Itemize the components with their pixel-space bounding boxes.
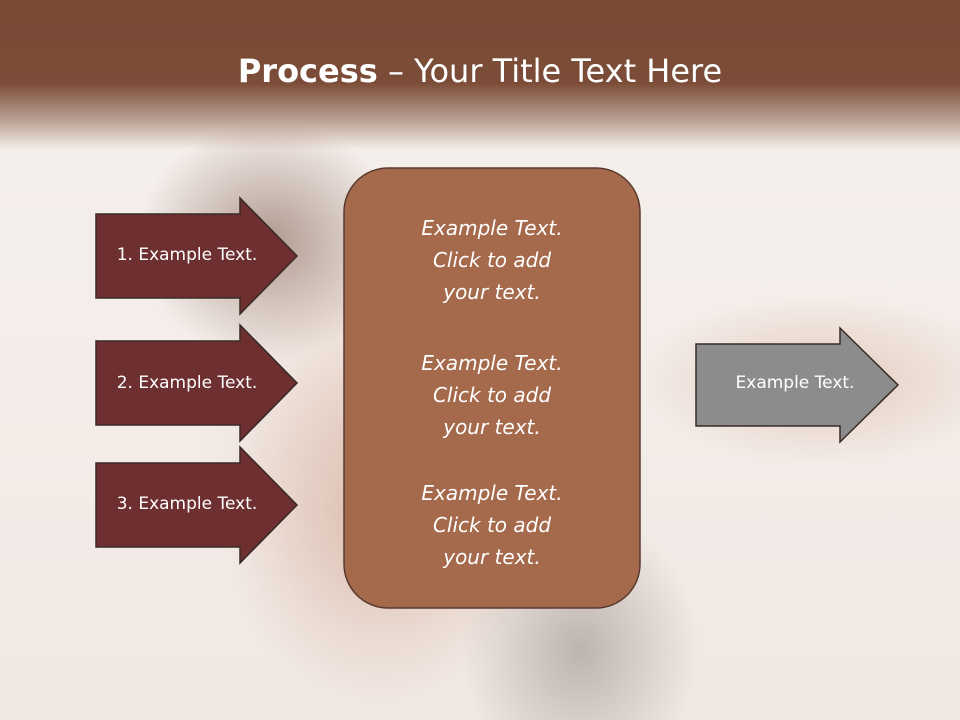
- block-line: Click to add: [432, 248, 552, 272]
- left-arrow-3[interactable]: [95, 445, 299, 565]
- center-box-block-2: Example Text. Click to add your text.: [344, 347, 640, 443]
- block-line: your text.: [443, 415, 541, 439]
- left-arrow-2[interactable]: [95, 323, 299, 443]
- center-box-block-1: Example Text. Click to add your text.: [344, 212, 640, 308]
- title-rest: Your Title Text Here: [414, 52, 723, 90]
- block-line: Click to add: [432, 513, 552, 537]
- block-line: Example Text.: [421, 216, 563, 240]
- center-box-block-3: Example Text. Click to add your text.: [344, 477, 640, 573]
- right-arrow-label: Example Text.: [735, 373, 855, 393]
- title-bold: Process: [237, 52, 378, 90]
- block-line: your text.: [443, 545, 541, 569]
- slide-title[interactable]: Process – Your Title Text Here: [0, 52, 960, 90]
- block-line: Click to add: [432, 383, 552, 407]
- left-arrow-3-label: 3. Example Text.: [116, 494, 258, 514]
- right-arrow[interactable]: [695, 326, 900, 444]
- block-line: Example Text.: [421, 351, 563, 375]
- left-arrow-2-label: 2. Example Text.: [116, 373, 258, 393]
- block-line: Example Text.: [421, 481, 563, 505]
- left-arrow-1-label: 1. Example Text.: [116, 245, 258, 265]
- left-arrow-1[interactable]: [95, 196, 299, 316]
- block-line: your text.: [443, 280, 541, 304]
- title-band: [0, 0, 960, 150]
- center-box[interactable]: [343, 167, 641, 609]
- title-separator: –: [377, 52, 415, 90]
